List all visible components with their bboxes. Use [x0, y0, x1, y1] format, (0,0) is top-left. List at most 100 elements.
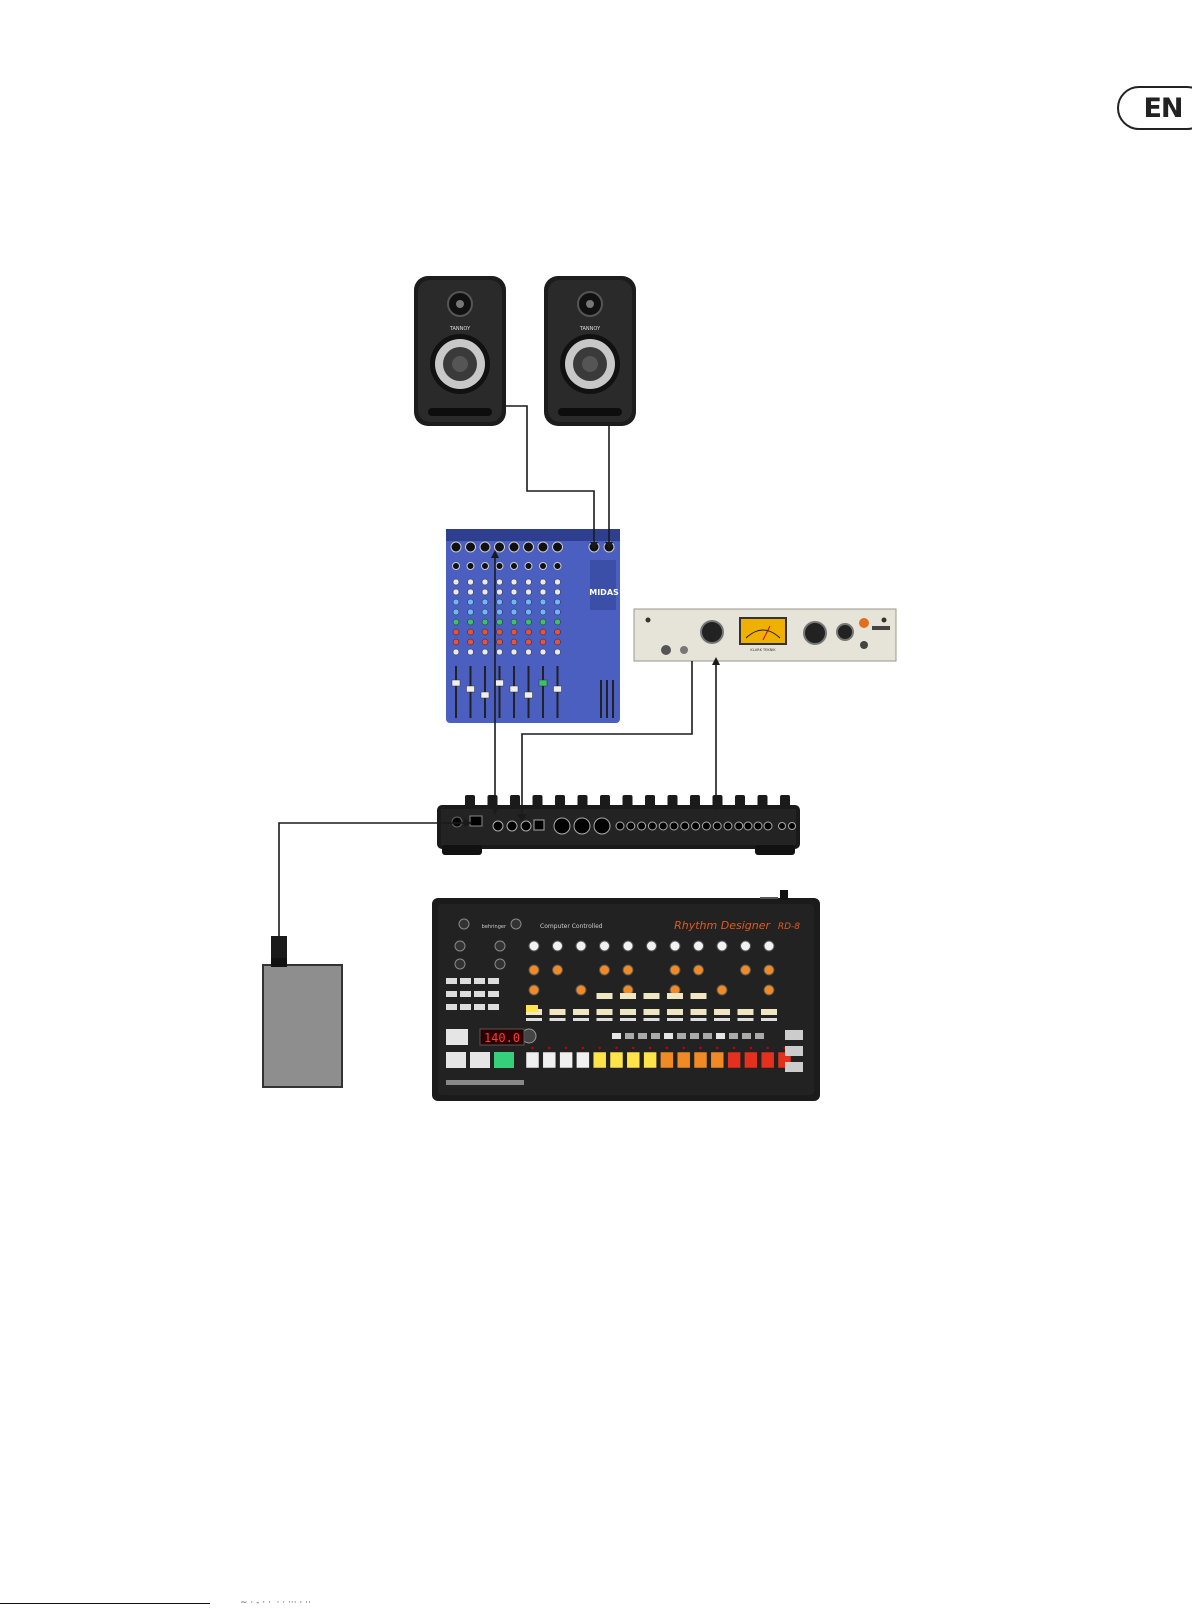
drum-machine-front: Computer Controlled behringer Rhythm Des…	[432, 890, 820, 1101]
mixer-knob	[453, 619, 459, 625]
step-led	[699, 1047, 701, 1049]
rear-trigger-jack	[754, 822, 762, 830]
instrument-label	[620, 993, 636, 999]
mixer-knob	[526, 629, 532, 635]
level-knob	[670, 941, 680, 951]
mixer-knob	[526, 609, 532, 615]
left-knob	[455, 959, 465, 969]
instrument-label	[691, 993, 707, 999]
step-button	[543, 1052, 556, 1068]
mixer-fader-slot	[455, 666, 457, 718]
mixer-knob	[497, 609, 503, 615]
step-button	[593, 1052, 606, 1068]
mode-button	[612, 1033, 621, 1039]
rear-output-jack	[648, 822, 656, 830]
instrument-select	[597, 1018, 613, 1021]
level-knob	[764, 941, 774, 951]
mixer-xlr-jack	[538, 542, 548, 552]
drum-machine-subtitle: Computer Controlled	[540, 923, 603, 930]
mixer-knob	[497, 619, 503, 625]
mixer-knob	[511, 629, 517, 635]
mixer-xlr-jack	[509, 542, 519, 552]
mixer-fader-cap	[539, 680, 547, 686]
instrument-select	[761, 1018, 777, 1021]
rear-output-jack	[692, 822, 700, 830]
function-button	[488, 978, 499, 984]
mixer-knob	[453, 579, 459, 585]
footer-rule	[0, 1603, 210, 1604]
mixer-brand: MIDAS	[589, 588, 619, 597]
step-button	[526, 1052, 539, 1068]
function-button	[474, 991, 485, 997]
step-button	[694, 1052, 707, 1068]
step-led	[582, 1047, 584, 1049]
function-button	[474, 978, 485, 984]
step-button	[576, 1052, 589, 1068]
record-button	[494, 1052, 514, 1068]
instrument-label	[550, 1009, 566, 1015]
mixer-knob	[540, 589, 546, 595]
mixer-line-jack	[511, 563, 518, 570]
mode-button	[716, 1033, 725, 1039]
instrument-label	[620, 1009, 636, 1015]
tempo-display: 140.0	[484, 1031, 520, 1045]
instrument-select	[550, 1018, 566, 1021]
function-button	[460, 991, 471, 997]
mode-button	[625, 1033, 634, 1039]
instrument-select	[526, 1018, 542, 1021]
mixer-knob	[453, 599, 459, 605]
level-knob	[647, 941, 657, 951]
mixer-line-jack	[540, 563, 547, 570]
speaker-right: TANNOY	[544, 276, 636, 426]
mixer-knob	[540, 649, 546, 655]
mixer-knob	[482, 589, 488, 595]
drum-machine-title: Rhythm Designer	[674, 919, 771, 932]
mixer-knob	[482, 619, 488, 625]
left-knob	[495, 941, 505, 951]
preamp: KLARK TEKNIK	[634, 609, 896, 661]
level-knob	[576, 941, 586, 951]
mixer-xlr-jack	[524, 542, 534, 552]
mixer-fader-slot	[499, 666, 501, 718]
mixer-fader-cap	[525, 692, 533, 698]
mixer-fader-cap	[496, 680, 504, 686]
mode-button	[703, 1033, 712, 1039]
step-led	[632, 1047, 634, 1049]
mixer-knob	[482, 649, 488, 655]
rear-output-jack	[702, 822, 710, 830]
step-led	[565, 1047, 567, 1049]
instrument-select	[667, 1018, 683, 1021]
mixer-knob	[526, 649, 532, 655]
step-led	[767, 1047, 769, 1049]
mixer-xlr-jack	[480, 542, 490, 552]
stop-button	[470, 1052, 490, 1068]
mixer-xlr-jack	[553, 542, 563, 552]
rear-sync-jack	[789, 823, 796, 830]
mixer-knob	[540, 639, 546, 645]
mixer-knob	[482, 579, 488, 585]
mixer-knob	[540, 619, 546, 625]
mode-button	[742, 1033, 751, 1039]
mixer-knob	[511, 599, 517, 605]
level-knob	[717, 941, 727, 951]
instrument-select	[714, 1018, 730, 1021]
mode-button	[729, 1033, 738, 1039]
rear-sync-jack	[779, 823, 786, 830]
mixer-knob	[453, 649, 459, 655]
rear-output-jack	[713, 822, 721, 830]
status-strip	[446, 1080, 524, 1085]
mixer-knob	[540, 599, 546, 605]
play-button	[446, 1052, 466, 1068]
mixer-xlr-jack	[495, 542, 505, 552]
step-button	[644, 1052, 657, 1068]
mixer-line-jack	[525, 563, 532, 570]
mixer-knob	[555, 639, 561, 645]
step-led	[666, 1047, 668, 1049]
mixer-knob	[482, 599, 488, 605]
mixer-xlr-jack	[466, 542, 476, 552]
tone-knob	[600, 965, 610, 975]
mixer-knob	[482, 609, 488, 615]
mixer-knob	[511, 619, 517, 625]
mixer-knob	[555, 649, 561, 655]
